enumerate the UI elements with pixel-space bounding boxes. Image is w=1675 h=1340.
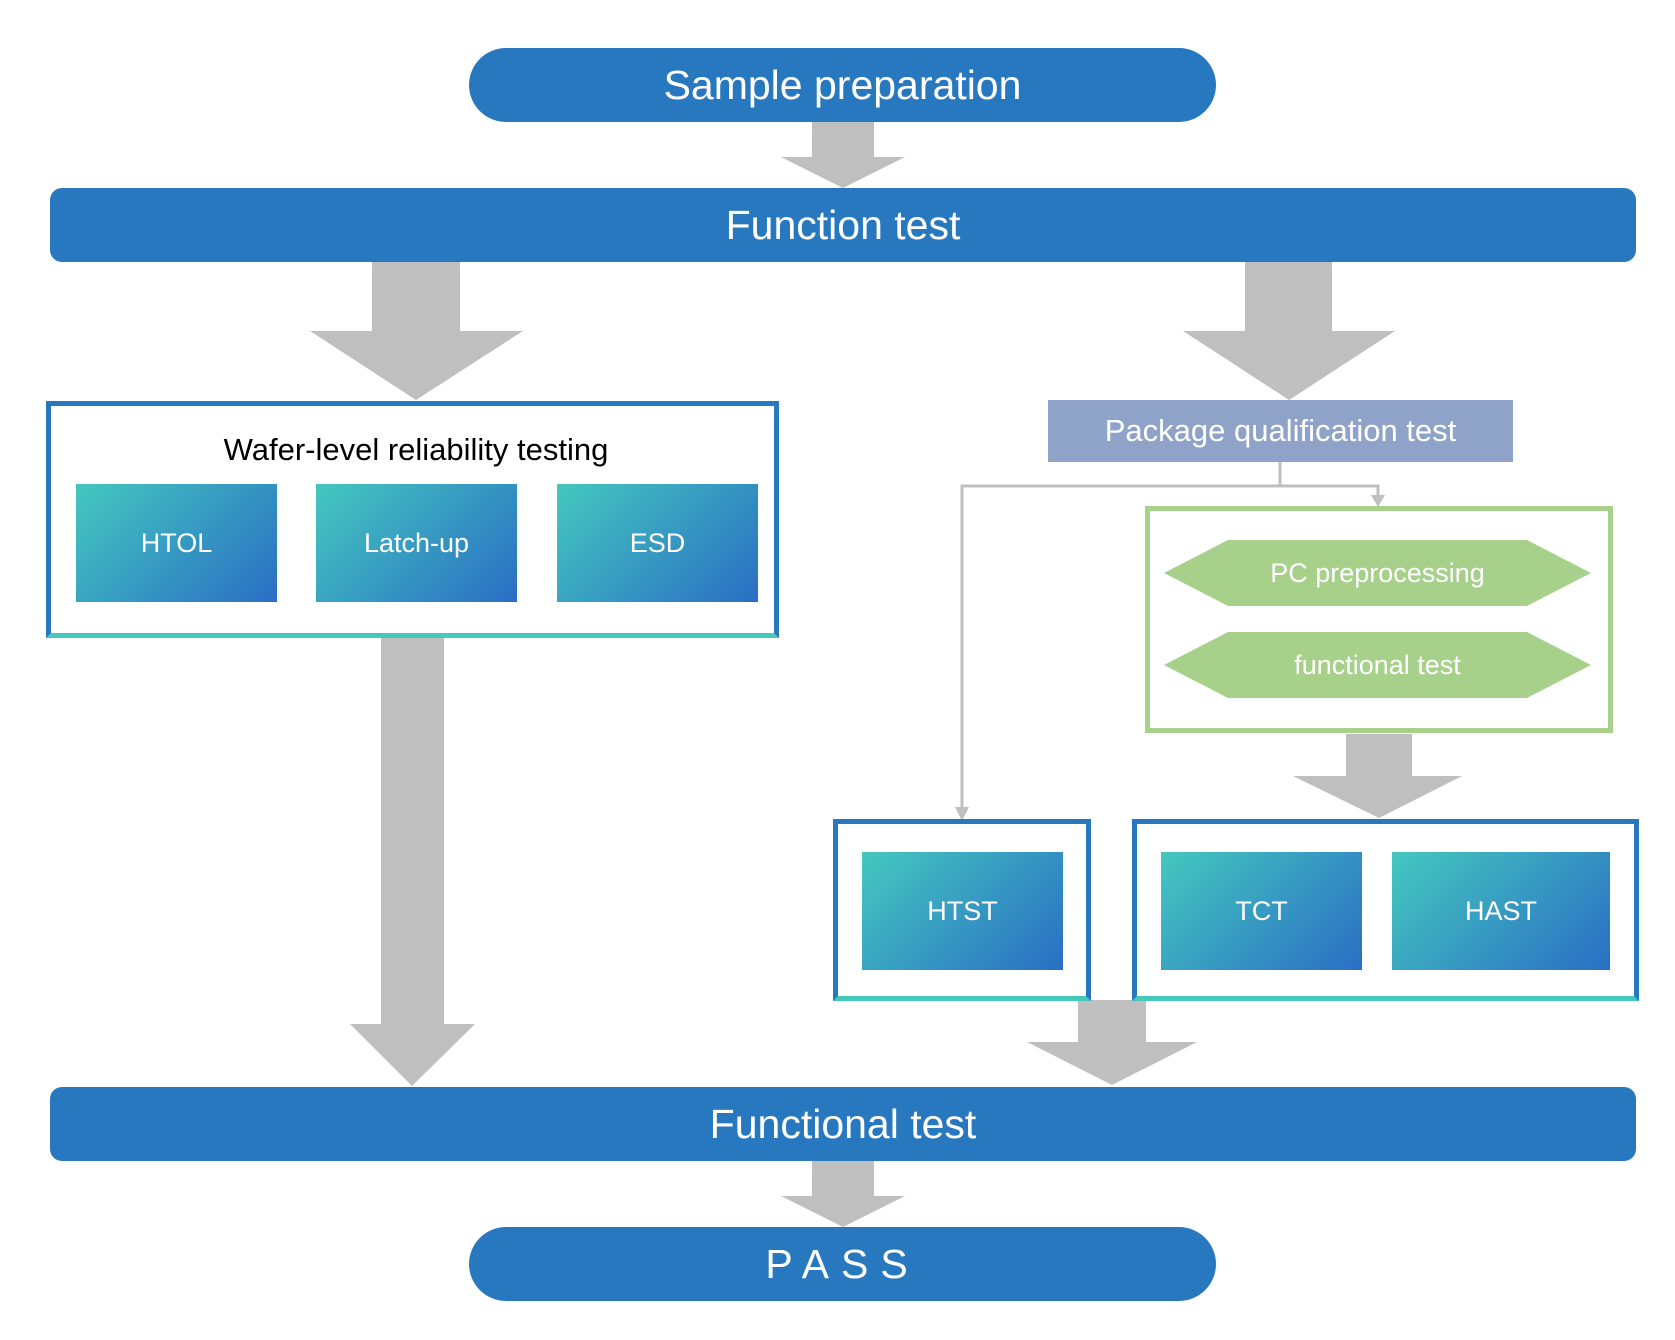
package-qualification-label: Package qualification test: [1104, 413, 1457, 448]
htst-label: HTST: [927, 895, 998, 926]
hast-box: HAST: [1392, 852, 1610, 970]
sample-preparation-node: Sample preparation: [469, 48, 1216, 122]
wafer-level-title: Wafer-level reliability testing: [66, 426, 766, 474]
pass-label: PASS: [765, 1240, 920, 1287]
connector-package-to-pc-head: [1371, 495, 1385, 507]
connector-package-to-htst-head: [955, 807, 969, 821]
pc-preprocessing-hexagon: PC preprocessing: [1164, 540, 1591, 606]
function-test-label: Function test: [725, 201, 961, 248]
functional-test-bar: Functional test: [50, 1087, 1636, 1161]
htol-box: HTOL: [76, 484, 277, 602]
arrow-function-to-package: [1183, 262, 1395, 400]
arrow-sample-to-function: [781, 122, 905, 188]
arrow-pc-to-tct-hast: [1293, 734, 1462, 818]
esd-box: ESD: [557, 484, 758, 602]
arrow-reliability-to-functional: [1027, 1000, 1197, 1085]
esd-label: ESD: [629, 527, 686, 558]
pass-node: PASS: [469, 1227, 1216, 1301]
wafer-level-title-text: Wafer-level reliability testing: [223, 432, 609, 467]
arrow-functional-to-pass: [781, 1161, 905, 1227]
package-qualification-header: Package qualification test: [1048, 400, 1513, 462]
tct-label: TCT: [1235, 895, 1288, 926]
arrow-function-to-wafer: [310, 262, 523, 400]
pc-preprocessing-label: PC preprocessing: [1270, 557, 1485, 588]
function-test-bar: Function test: [50, 188, 1636, 262]
tct-box: TCT: [1161, 852, 1362, 970]
hast-label: HAST: [1464, 895, 1537, 926]
functional-test-label: Functional test: [709, 1100, 977, 1147]
arrow-wafer-to-functional: [350, 637, 475, 1086]
latch-up-box: Latch-up: [316, 484, 517, 602]
functional-test-hexagon: functional test: [1164, 632, 1591, 698]
connector-package-to-htst: [960, 484, 1280, 808]
connector-package-to-pc: [1278, 462, 1380, 496]
htol-label: HTOL: [140, 527, 213, 558]
htst-box: HTST: [862, 852, 1063, 970]
sample-preparation-label: Sample preparation: [663, 61, 1022, 108]
functional-test-hex-label: functional test: [1294, 649, 1461, 680]
latch-up-label: Latch-up: [363, 527, 470, 558]
